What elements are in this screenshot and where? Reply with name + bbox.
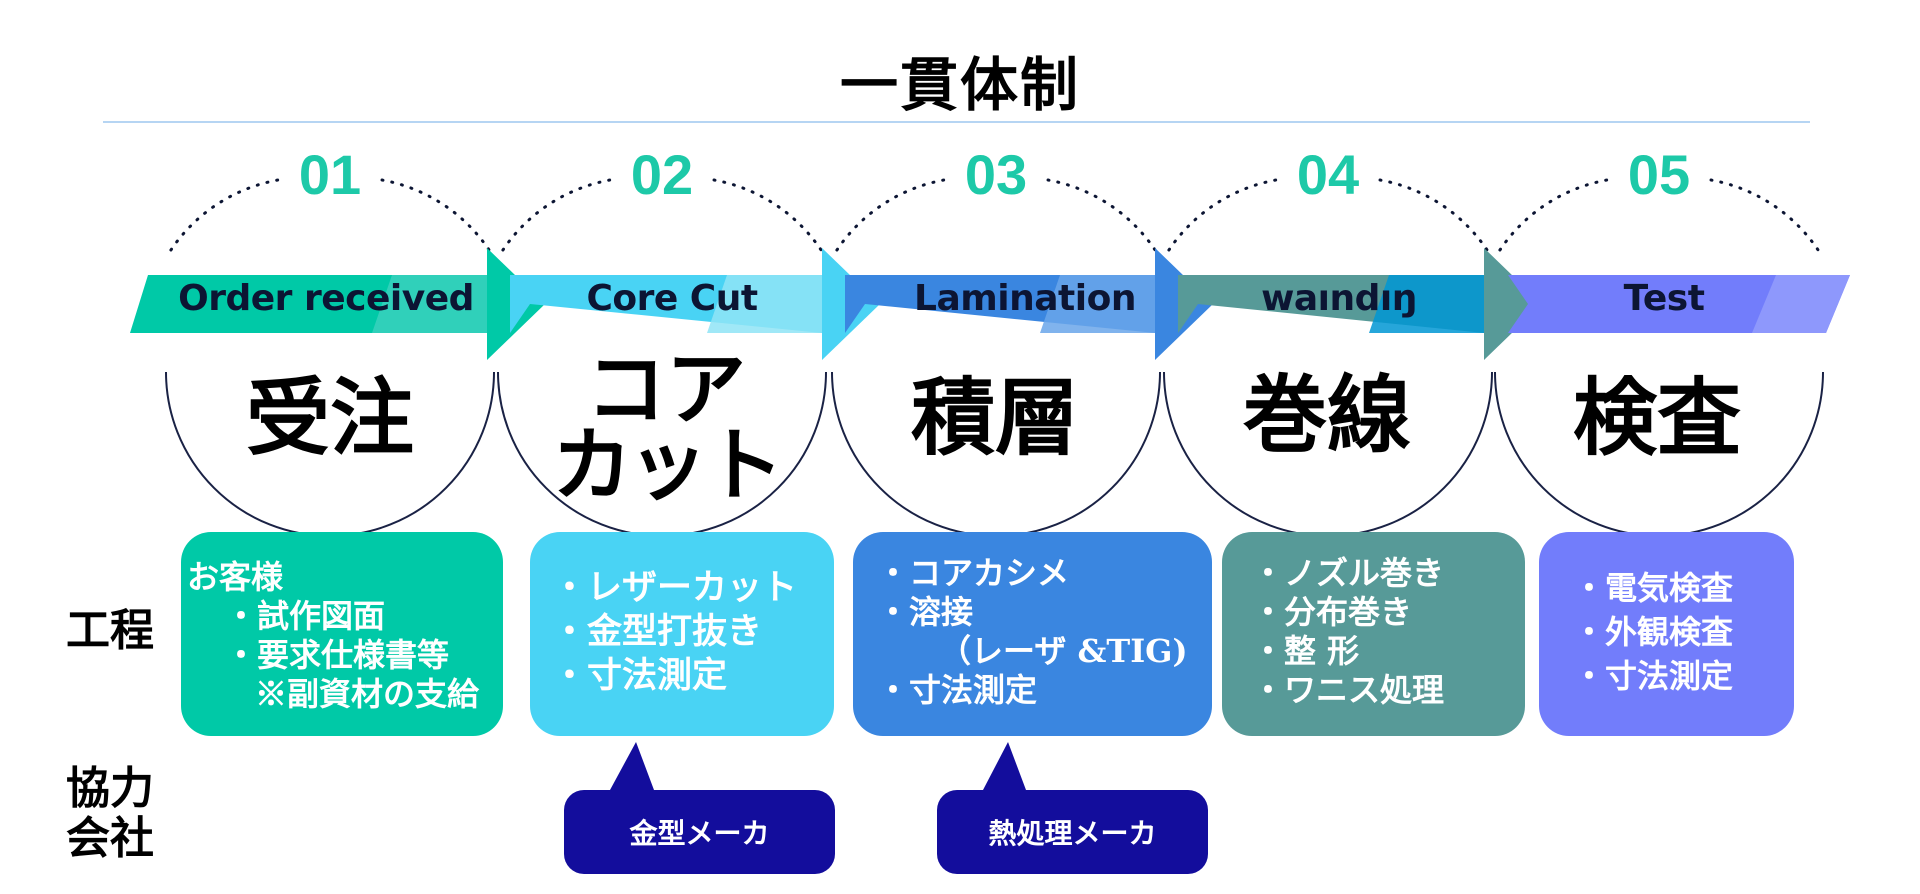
process-row-label: 工程	[66, 605, 154, 656]
partner-callout-pointer-2	[983, 742, 1026, 790]
step-02-japanese-line-1: コア	[586, 343, 746, 436]
partner-row-label: 協力 会社	[66, 764, 154, 864]
step-05-process-box: ・電気検査 ・外観検査 ・寸法測定	[1539, 532, 1794, 736]
step-05-number: 05	[1627, 143, 1691, 206]
step-01-process-item: ※副資材の支給	[255, 675, 480, 713]
step-04-process-item: ・整 形	[1252, 632, 1360, 670]
step-04-dotted-arc-left	[1167, 178, 1278, 252]
step-01-english-label: Order received	[178, 278, 474, 319]
step-04-number: 04	[1296, 143, 1360, 206]
step-02-dotted-arc-left	[501, 178, 612, 252]
step-01-number: 01	[298, 143, 362, 206]
step-03-japanese-label: 積層	[855, 375, 1135, 461]
step-04-english-label: waındıŋ	[1261, 278, 1417, 319]
step-04-japanese-line: 巻線	[1242, 366, 1411, 464]
step-05-dotted-arc-left	[1498, 178, 1609, 252]
step-02-number: 02	[630, 143, 694, 206]
step-01-dotted-arc-right	[380, 178, 491, 252]
step-04-arrow-highlight	[1369, 275, 1484, 333]
step-01-process-box: お客様 ・試作図面 ・要求仕様書等 ※副資材の支給	[181, 532, 503, 736]
step-01-process-item: ・試作図面	[225, 597, 386, 635]
step-03-dotted-arc-left	[835, 178, 946, 252]
step-05-dotted-arc-right	[1709, 178, 1820, 252]
step-05-japanese-label: 検査	[1517, 375, 1797, 461]
step-03-dotted-arc-right	[1046, 178, 1157, 252]
step-02-dotted-arc-right	[712, 178, 823, 252]
step-03-process-item: （レーザ &TIG)	[939, 632, 1188, 670]
step-01-dotted-arc-left	[169, 178, 280, 252]
step-05-arrow-highlight	[1752, 275, 1850, 333]
step-03-process-item: ・コアカシメ	[877, 554, 1070, 592]
partner-row-label-line-2: 会社	[66, 813, 154, 864]
partner-callout-mold-maker: 金型メーカ	[564, 790, 835, 874]
step-05-process-item: ・寸法測定	[1573, 657, 1734, 695]
step-03-process-box: ・コアカシメ ・溶接 （レーザ &TIG) ・寸法測定	[853, 532, 1212, 736]
step-03-english-label: Lamination	[914, 278, 1136, 319]
step-04-process-item: ・ワニス処理	[1252, 671, 1445, 709]
step-02-process-item: ・金型打抜き	[552, 611, 763, 652]
step-04-japanese-label: 巻線	[1187, 372, 1467, 458]
step-02-arrow-highlight	[707, 275, 822, 333]
step-01-japanese-label: 受注	[190, 375, 470, 461]
partner-callout-pointer-1	[610, 742, 654, 790]
diagram-title: 一貫体制	[839, 51, 1080, 119]
step-03-japanese-line: 積層	[910, 369, 1079, 467]
step-01-process-item: ・要求仕様書等	[225, 636, 450, 674]
step-02-japanese-label: コア カット	[526, 343, 806, 512]
step-05-english-label: Test	[1623, 278, 1705, 319]
step-04-process-item: ・ノズル巻き	[1252, 554, 1445, 592]
step-05-process-item: ・電気検査	[1573, 569, 1734, 607]
step-03-number: 03	[964, 143, 1028, 206]
step-03-process-item: ・溶接	[877, 593, 974, 631]
step-02-process-item: ・寸法測定	[552, 655, 728, 696]
step-02-process-item: ・レザーカット	[552, 567, 798, 608]
step-01-japanese-line: 受注	[245, 369, 414, 467]
step-05-japanese-line: 検査	[1572, 369, 1741, 467]
step-01-arrow-highlight	[372, 275, 487, 333]
step-02-japanese-line-2: カット	[552, 419, 784, 512]
step-02-process-box: ・レザーカット ・金型打抜き ・寸法測定	[530, 532, 834, 736]
step-02-english-label: Core Cut	[586, 278, 758, 319]
step-04-process-item: ・分布巻き	[1252, 593, 1413, 631]
step-05-process-item: ・外観検査	[1573, 613, 1734, 651]
step-04-dotted-arc-right	[1378, 178, 1489, 252]
partner-row-label-line-1: 協力	[66, 763, 154, 814]
step-03-arrow-highlight	[1040, 275, 1155, 333]
step-03-process-item: ・寸法測定	[877, 671, 1038, 709]
partner-callout-heat-treatment-maker: 熱処理メーカ	[937, 790, 1208, 874]
step-04-process-box: ・ノズル巻き ・分布巻き ・整 形 ・ワニス処理	[1222, 532, 1525, 736]
step-01-process-item: お客様	[187, 558, 284, 596]
